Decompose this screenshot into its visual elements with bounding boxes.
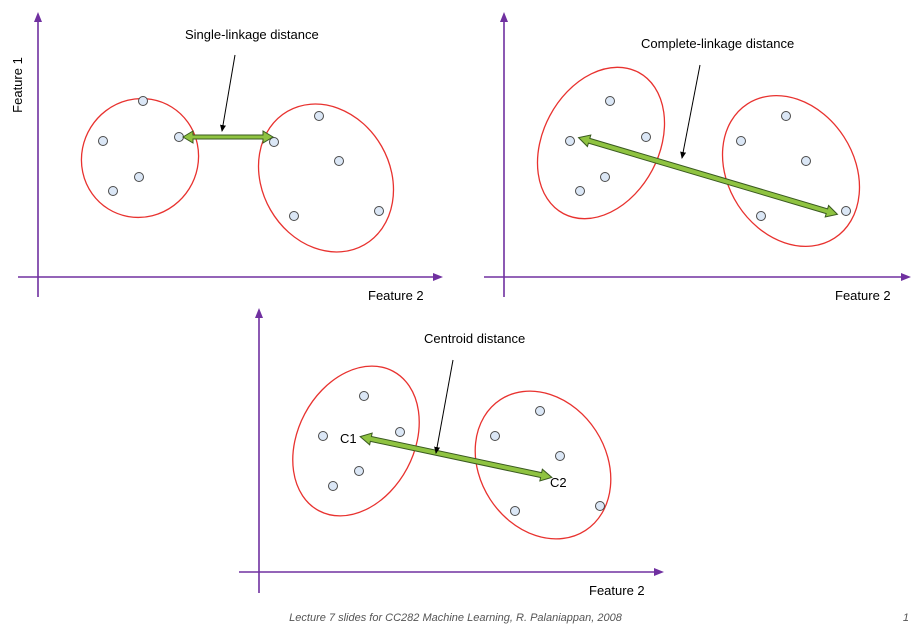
- data-point: [565, 136, 575, 146]
- data-points: [98, 96, 384, 221]
- data-point: [108, 186, 118, 196]
- data-point: [535, 406, 545, 416]
- data-points: [318, 391, 605, 516]
- data-point: [736, 136, 746, 146]
- distance-arrow: [182, 130, 274, 144]
- data-point: [575, 186, 585, 196]
- data-point: [641, 132, 651, 142]
- data-point: [98, 136, 108, 146]
- axes: Feature 2: [239, 308, 664, 598]
- data-point: [510, 506, 520, 516]
- x-axis-label: Feature 2: [835, 288, 891, 303]
- data-point: [269, 137, 279, 147]
- centroid-panel: Feature 2 Centroid distance C1 C2: [239, 308, 664, 598]
- annotation-label: Complete-linkage distance: [641, 36, 794, 51]
- cluster-a-outline: [80, 97, 200, 219]
- axes: Feature 2: [484, 12, 911, 303]
- data-point: [289, 211, 299, 221]
- data-point: [354, 466, 364, 476]
- annotation-pointer: [434, 359, 454, 454]
- cluster-b-outline: [474, 390, 612, 540]
- data-point: [555, 451, 565, 461]
- distance-arrow: [577, 134, 839, 218]
- data-point: [138, 96, 148, 106]
- cluster-a-outline: [536, 66, 666, 220]
- data-point: [781, 111, 791, 121]
- data-point: [334, 156, 344, 166]
- data-point: [318, 431, 328, 441]
- data-point: [756, 211, 766, 221]
- cluster-a-outline: [292, 365, 420, 517]
- data-point: [595, 501, 605, 511]
- single-linkage-panel: Feature 1 Feature 2 Single-linkage dista…: [10, 12, 443, 303]
- annotation-pointer: [680, 64, 701, 159]
- data-point: [395, 427, 405, 437]
- axes: Feature 1 Feature 2: [10, 12, 443, 303]
- cluster-b-outline: [721, 94, 861, 248]
- complete-linkage-panel: Feature 2 Complete-linkage distance: [484, 12, 911, 303]
- slide-footer-caption: Lecture 7 slides for CC282 Machine Learn…: [289, 612, 622, 624]
- data-points: [565, 96, 851, 221]
- annotation-label: Centroid distance: [424, 331, 525, 346]
- centroid-b-label: C2: [550, 475, 567, 490]
- data-point: [605, 96, 615, 106]
- page-number: 1: [902, 612, 909, 624]
- x-axis-label: Feature 2: [589, 583, 645, 598]
- data-point: [134, 172, 144, 182]
- x-axis-label: Feature 2: [368, 288, 424, 303]
- y-axis-label: Feature 1: [10, 57, 25, 113]
- cluster-b-outline: [257, 103, 395, 253]
- data-point: [490, 431, 500, 441]
- distance-arrow: [359, 432, 553, 482]
- annotation-label: Single-linkage distance: [185, 27, 319, 42]
- data-point: [328, 481, 338, 491]
- data-point: [801, 156, 811, 166]
- annotation-pointer: [220, 54, 236, 132]
- data-point: [600, 172, 610, 182]
- data-point: [359, 391, 369, 401]
- centroid-a-label: C1: [340, 431, 357, 446]
- data-point: [841, 206, 851, 216]
- data-point: [314, 111, 324, 121]
- data-point: [374, 206, 384, 216]
